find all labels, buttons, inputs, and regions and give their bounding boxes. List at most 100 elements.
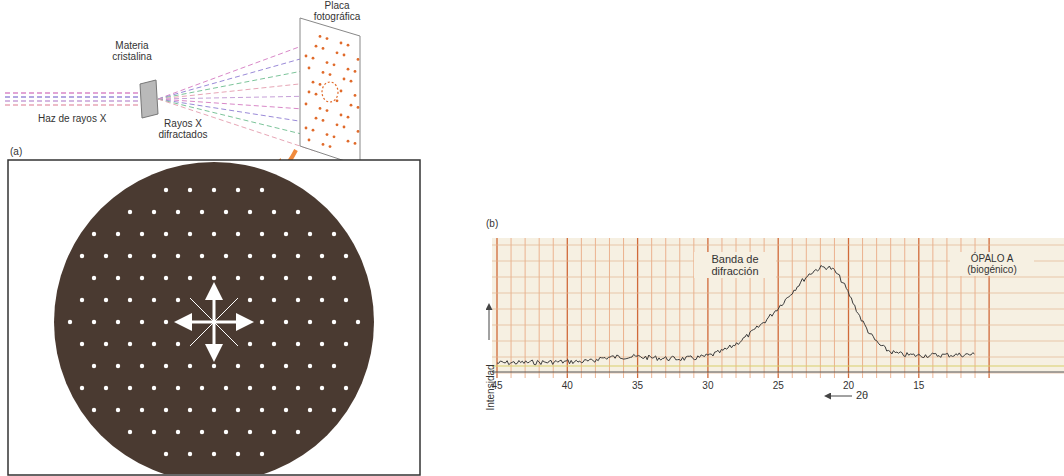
spot <box>236 276 240 280</box>
spot <box>284 364 288 368</box>
plate-spot <box>336 123 339 126</box>
plate-spot <box>340 42 343 45</box>
plate-spot <box>357 106 360 109</box>
center-arrows <box>180 288 248 356</box>
spot <box>236 232 240 236</box>
spot <box>116 408 120 412</box>
spot <box>140 276 144 280</box>
spot <box>224 386 228 390</box>
spot <box>212 408 216 412</box>
spot <box>152 298 156 302</box>
spot <box>80 254 84 258</box>
spot <box>68 320 72 324</box>
spot <box>224 254 228 258</box>
x-axis <box>492 372 1064 373</box>
diffracted-ray <box>158 68 318 99</box>
grid-line <box>492 357 1064 358</box>
spot <box>200 210 204 214</box>
spot <box>344 254 348 258</box>
plate-spot <box>315 117 318 120</box>
spot <box>260 408 264 412</box>
crystal <box>140 80 158 118</box>
spot <box>140 364 144 368</box>
plate-spot <box>329 73 332 76</box>
plate-spot <box>343 78 346 81</box>
spot <box>296 210 300 214</box>
spot <box>296 254 300 258</box>
plate-spot <box>333 135 336 138</box>
spot <box>176 254 180 258</box>
spot <box>152 386 156 390</box>
grid-line <box>492 373 1064 374</box>
spot <box>164 452 168 456</box>
spot <box>212 452 216 456</box>
spot <box>152 430 156 434</box>
plate-spot <box>329 145 332 148</box>
spot <box>260 276 264 280</box>
spot <box>116 364 120 368</box>
rays-label: Rayos X difractados <box>148 118 218 140</box>
plate-spot <box>336 99 339 102</box>
sample-label: ÓPALO A (biogénico) <box>950 252 1034 276</box>
spot <box>248 386 252 390</box>
spot <box>152 342 156 346</box>
crystal-label: Materia cristalina <box>104 40 160 62</box>
panel-letter: (a) <box>10 146 30 157</box>
spot <box>236 452 240 456</box>
plate-ring <box>322 82 338 102</box>
spot <box>212 188 216 192</box>
spot <box>284 320 288 324</box>
spot <box>92 320 96 324</box>
spot <box>332 320 336 324</box>
plate-spot <box>347 68 350 71</box>
spot <box>332 232 336 236</box>
grid-line <box>492 245 1064 246</box>
spot <box>236 364 240 368</box>
spot <box>128 210 132 214</box>
spot <box>272 342 276 346</box>
plate-spots <box>305 35 360 148</box>
spot <box>188 276 192 280</box>
spot <box>188 408 192 412</box>
spot <box>92 276 96 280</box>
plate-spot <box>308 91 311 94</box>
tick-label: 45 <box>485 380 509 391</box>
spot <box>188 188 192 192</box>
spot <box>272 210 276 214</box>
spot <box>332 276 336 280</box>
spot <box>272 254 276 258</box>
diffracted-ray <box>158 82 318 99</box>
panel-letter: (b) <box>486 218 508 229</box>
spot <box>152 254 156 258</box>
plate-spot <box>343 126 346 129</box>
plate-spot <box>322 71 325 74</box>
spot <box>356 320 360 324</box>
spot <box>128 298 132 302</box>
spot <box>248 430 252 434</box>
spot <box>224 430 228 434</box>
plate-spot <box>340 90 343 93</box>
spot <box>320 298 324 302</box>
chart-grid <box>492 238 1064 378</box>
grid-line <box>492 325 1064 326</box>
tick-label: 40 <box>555 380 579 391</box>
plate-spot <box>315 45 318 48</box>
spot <box>128 386 132 390</box>
spot <box>164 188 168 192</box>
diffraction-curve <box>497 266 975 365</box>
diffracted-ray <box>158 54 318 99</box>
spot <box>272 430 276 434</box>
grid-line <box>492 366 1064 367</box>
spot <box>164 232 168 236</box>
spot <box>200 430 204 434</box>
spot <box>332 408 336 412</box>
plate-spot <box>354 142 357 145</box>
spot <box>284 408 288 412</box>
plate-spot <box>326 37 329 40</box>
spot <box>296 430 300 434</box>
plate-spot <box>347 116 350 119</box>
plate-spot <box>322 47 325 50</box>
tick-label: 25 <box>766 380 790 391</box>
plate-spot <box>312 81 315 84</box>
